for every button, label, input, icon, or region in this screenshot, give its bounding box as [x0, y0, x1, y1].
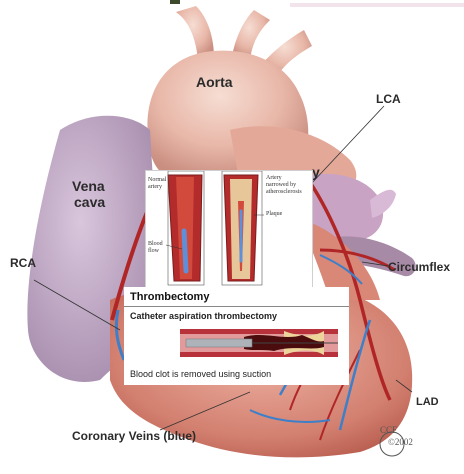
- coronary-vein: [319, 254, 363, 285]
- normal-blood-flow: [181, 228, 189, 274]
- ccf-logo-mark: [379, 431, 405, 457]
- label-aorta: Aorta: [196, 74, 233, 90]
- title-divider: [124, 306, 349, 307]
- logo-text: CCF: [380, 425, 398, 435]
- coronary-vein: [249, 409, 331, 423]
- circumflex-artery: [319, 248, 396, 272]
- aorta-branch-1: [176, 6, 214, 60]
- artery-comparison-drawing: [165, 170, 264, 286]
- thrombectomy-inset: Thrombectomy Catheter aspiration thrombe…: [124, 287, 349, 385]
- narrowed-label-3: atherosclerosis: [266, 189, 302, 195]
- thrombectomy-caption: Blood clot is removed using suction: [130, 369, 272, 379]
- label-cava: cava: [74, 194, 106, 210]
- blood-flow-label-1: Blood: [148, 241, 163, 247]
- label-lca: LCA: [376, 92, 401, 106]
- pulmonary-vein: [370, 189, 396, 218]
- blood-flow-label-2: flow: [148, 248, 159, 254]
- circumflex-leader: [361, 261, 389, 267]
- label-lad: LAD: [416, 396, 439, 408]
- normal-artery-lumen: [176, 177, 194, 279]
- narrowed-frame: [221, 170, 263, 286]
- catheter: [185, 338, 253, 348]
- blood-leader: [165, 244, 183, 250]
- lad-leader: [395, 379, 413, 393]
- label-coronary-veins: Coronary Veins (blue): [72, 429, 197, 443]
- catheter-diagram: [180, 329, 338, 357]
- narrowed-label-1: Artery: [266, 175, 282, 181]
- normal-artery-label-2: artery: [148, 184, 162, 190]
- artery-comparison-inset: Normal artery Artery narrowed by atheros…: [145, 170, 313, 292]
- thrombectomy-subtitle: Catheter aspiration thrombectomy: [130, 311, 278, 321]
- top-marker: [170, 0, 180, 4]
- aorta-branch-2: [232, 10, 270, 60]
- label-rca: RCA: [10, 256, 36, 270]
- circumflex-vessel: [330, 236, 416, 277]
- coronary-vein: [338, 319, 372, 431]
- left-ventricle-top: [300, 220, 380, 300]
- top-bar: [290, 3, 464, 7]
- plaque-label: Plaque: [266, 211, 283, 217]
- label-circumflex: Circumflex: [388, 260, 451, 274]
- veins-leader: [159, 391, 251, 431]
- label-vena: Vena: [72, 178, 105, 194]
- thrombectomy-title: Thrombectomy: [130, 291, 210, 303]
- artery-branch: [319, 349, 361, 441]
- normal-frame: [167, 170, 205, 286]
- rca-leader: [33, 279, 121, 331]
- logo-year: ©2002: [388, 437, 413, 447]
- lad-artery: [303, 173, 392, 401]
- normal-artery-label-1: Normal: [148, 177, 167, 183]
- narrowed-label-2: narrowed by: [266, 182, 297, 188]
- label-lca-fragment: y: [312, 164, 320, 180]
- lca-leader: [309, 105, 385, 186]
- coronary-vein: [114, 309, 126, 361]
- left-atrium: [310, 173, 384, 245]
